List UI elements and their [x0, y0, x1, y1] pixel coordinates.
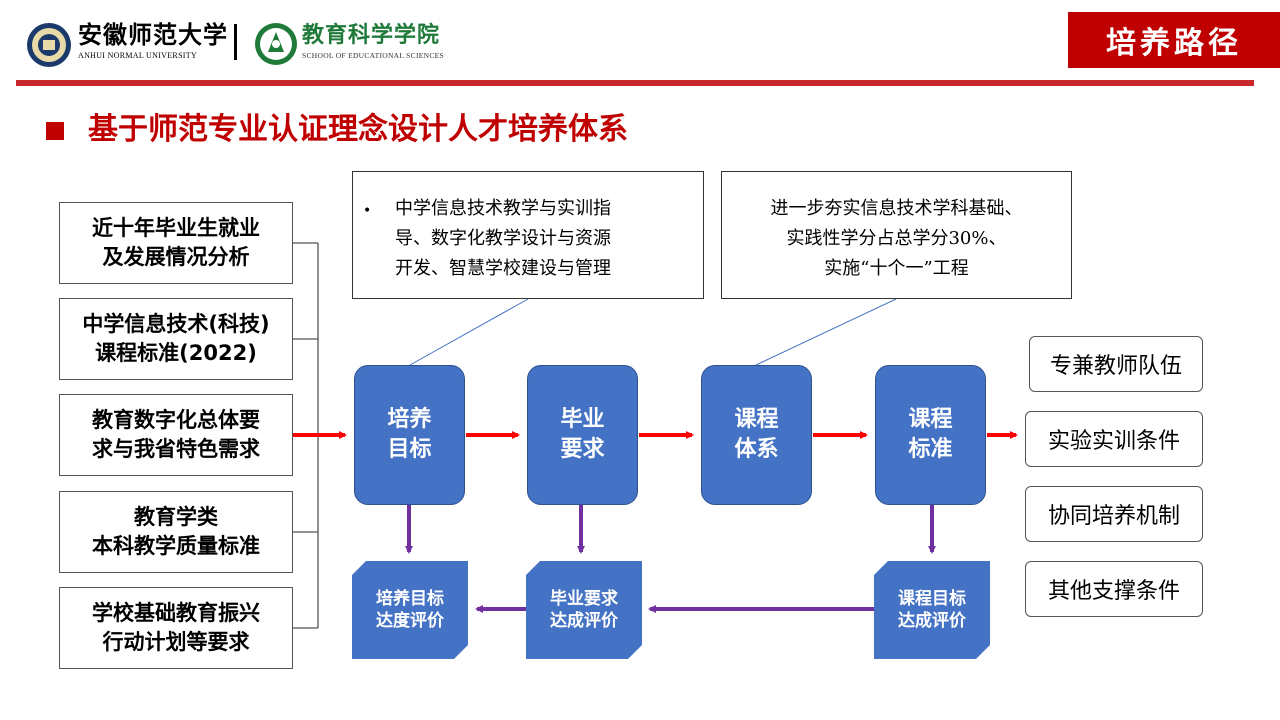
flow-curriculum-system: 课程体系 [701, 365, 812, 505]
callout-2-leader [755, 298, 897, 366]
anhui-university-logo [26, 22, 72, 68]
input-action-plan: 学校基础教育振兴行动计划等要求 [59, 587, 293, 669]
school-logo [254, 22, 298, 66]
input-curriculum-standard: 中学信息技术(科技)课程标准(2022) [59, 298, 293, 380]
eval-training-goal: 培养目标达度评价 [352, 561, 468, 659]
callout-1-leader [409, 298, 529, 366]
callout-training-focus: • 中学信息技术教学与实训指 导、数字化教学设计与资源 开发、智慧学校建设与管理 [352, 171, 704, 299]
eval-graduation-requirement: 毕业要求达成评价 [526, 561, 642, 659]
support-other: 其他支撑条件 [1025, 561, 1203, 617]
support-teaching-staff: 专兼教师队伍 [1029, 336, 1203, 392]
callout-curriculum-focus: 进一步夯实信息技术学科基础、 实践性学分占总学分30%、 实施“十个一”工程 [721, 171, 1072, 299]
support-lab-conditions: 实验实训条件 [1025, 411, 1203, 467]
university-name: 安徽师范大学 ANHUI NORMAL UNIVERSITY [78, 20, 228, 62]
input-employment-analysis: 近十年毕业生就业及发展情况分析 [59, 202, 293, 284]
flow-training-goal: 培养目标 [354, 365, 465, 505]
input-digital-education: 教育数字化总体要求与我省特色需求 [59, 394, 293, 476]
header-divider [234, 24, 237, 60]
university-name-en: ANHUI NORMAL UNIVERSITY [78, 51, 198, 60]
flow-graduation-requirement: 毕业要求 [527, 365, 638, 505]
section-tag: 培养路径 [1068, 12, 1280, 68]
eval-course-goal: 课程目标达成评价 [874, 561, 990, 659]
school-name-en: SCHOOL OF EDUCATIONAL SCIENCES [302, 51, 444, 60]
university-name-cn: 安徽师范大学 [78, 20, 228, 49]
title-bullet-icon [46, 122, 64, 140]
support-collaboration: 协同培养机制 [1025, 486, 1203, 542]
flow-course-standard: 课程标准 [875, 365, 986, 505]
bullet-icon: • [363, 203, 372, 219]
page-title: 基于师范专业认证理念设计人才培养体系 [88, 112, 628, 147]
school-name-cn: 教育科学学院 [302, 22, 441, 48]
input-quality-standard: 教育学类本科教学质量标准 [59, 491, 293, 573]
school-name: 教育科学学院 SCHOOL OF EDUCATIONAL SCIENCES [302, 20, 462, 62]
header-rule [16, 80, 1254, 86]
